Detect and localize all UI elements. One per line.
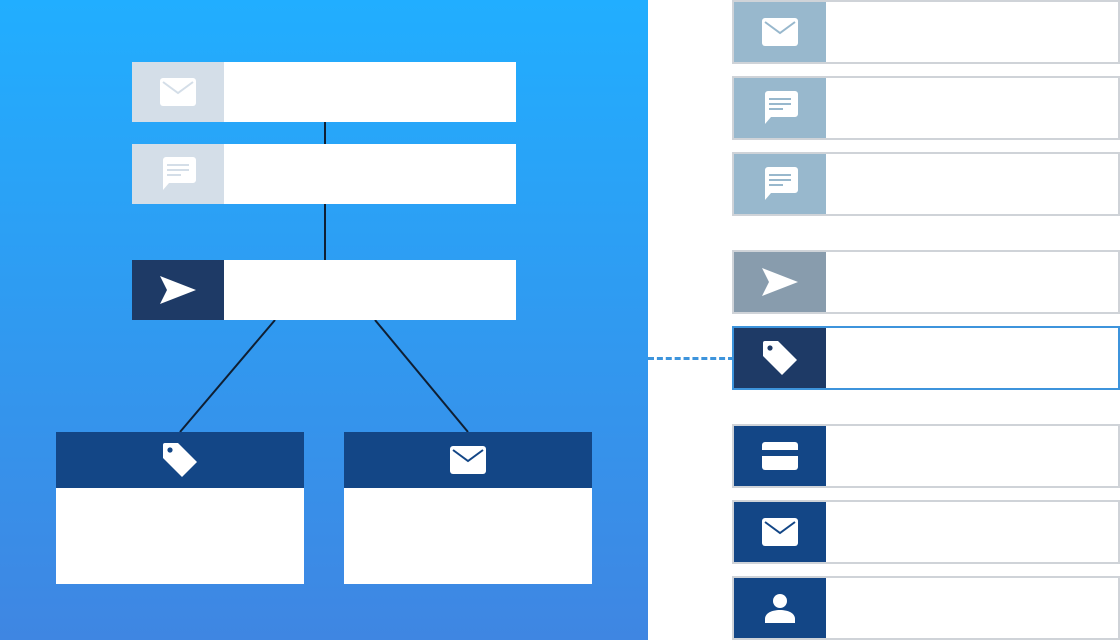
envelope-icon <box>762 518 798 546</box>
palette-item-message-2[interactable] <box>732 152 1120 216</box>
palette-item-email[interactable] <box>732 0 1120 64</box>
palette-item-send[interactable] <box>732 250 1120 314</box>
card-icon <box>762 442 798 470</box>
send-icon <box>762 268 798 296</box>
connector-send-tag <box>179 319 276 433</box>
tag-icon <box>161 441 199 479</box>
palette-item-person[interactable] <box>732 576 1120 640</box>
person-icon <box>764 593 796 623</box>
branch-card-tag[interactable] <box>56 432 304 584</box>
palette-item-card[interactable] <box>732 424 1120 488</box>
selection-link <box>648 357 734 360</box>
envelope-icon <box>450 446 486 474</box>
connector-send-email <box>374 319 469 433</box>
flow-canvas <box>0 0 648 640</box>
palette-item-message[interactable] <box>732 76 1120 140</box>
chat-icon <box>160 157 196 191</box>
envelope-icon <box>160 78 196 106</box>
send-icon <box>160 276 196 304</box>
chat-icon <box>762 167 798 201</box>
palette-item-email-2[interactable] <box>732 500 1120 564</box>
chat-icon <box>762 91 798 125</box>
flow-node-email[interactable] <box>132 62 516 122</box>
palette-item-tag[interactable] <box>732 326 1120 390</box>
tag-icon <box>761 339 799 377</box>
flow-connectors <box>179 122 469 433</box>
envelope-icon <box>762 18 798 46</box>
flow-node-send[interactable] <box>132 260 516 320</box>
branch-card-email[interactable] <box>344 432 592 584</box>
flow-node-message[interactable] <box>132 144 516 204</box>
